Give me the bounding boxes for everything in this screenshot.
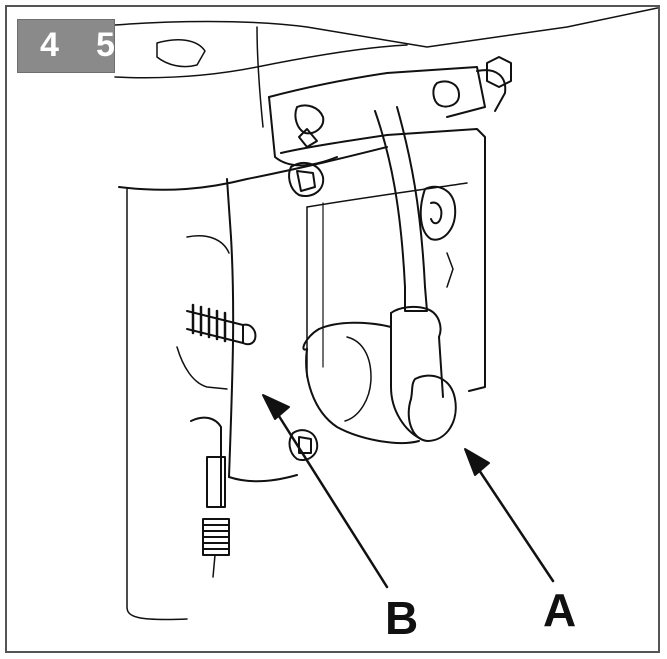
hose (374, 106, 428, 312)
threaded-rod (202, 456, 230, 578)
callout-arrow-a (464, 448, 555, 583)
stud-bolt (186, 303, 257, 346)
callout-label-b: B (385, 592, 419, 644)
step-number-badge: 4 5 (17, 19, 115, 73)
figure-frame: 4 5 (5, 5, 660, 653)
upper-bracket (268, 56, 512, 167)
valve-block (280, 128, 486, 392)
mounting-bracket-b (176, 178, 298, 508)
angled-connector-a (302, 305, 457, 444)
callout-arrow-b (262, 394, 389, 589)
housing-body (114, 7, 658, 621)
mechanical-drawing (114, 7, 658, 621)
step-digit-2: 5 (96, 26, 115, 64)
callout-label-a: A (543, 584, 577, 636)
step-digit-1: 4 (40, 26, 59, 64)
